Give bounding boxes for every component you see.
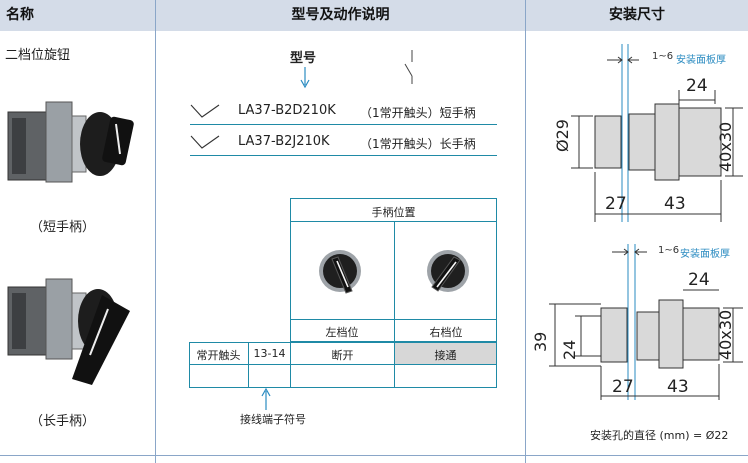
panel-label-bottom: 安装面板厚 [680, 249, 730, 260]
mount-hole-note: 安装孔的直径 (mm) = Ø22 [590, 429, 729, 442]
right-position-label: 右档位 [429, 326, 463, 339]
model-code-2: LA37-B2J210K [238, 134, 330, 149]
position-title: 手柄位置 [371, 206, 416, 219]
on-state-bg [395, 343, 496, 364]
check-icon-2 [190, 135, 220, 149]
right-state: 接通 [434, 349, 457, 362]
header-name: 名称 [0, 0, 155, 31]
model-row-line-1 [190, 124, 497, 125]
divider-left [155, 0, 156, 463]
model-code-1: LA37-B2D210K [238, 103, 336, 118]
model-label: 型号 [290, 51, 317, 66]
switch-symbol-icon [404, 50, 413, 84]
divider-bottom [0, 455, 748, 456]
dim-bottom-43: 43 [667, 377, 689, 397]
position-table [290, 198, 497, 342]
panel-dim-bottom: 1~6 [658, 245, 680, 256]
dim-bottom-24: 24 [688, 270, 710, 290]
dimension-drawing-top [571, 44, 743, 222]
short-handle-caption: （短手柄） [30, 220, 96, 235]
dimension-drawing-bottom [549, 244, 743, 400]
state-table [189, 342, 497, 388]
left-state: 断开 [331, 349, 354, 362]
dim-bottom-39: 39 [531, 331, 550, 352]
knob-right-icon [427, 250, 469, 292]
model-row-line-2 [190, 155, 497, 156]
dim-top-43: 43 [664, 194, 686, 214]
dim-top-24: 24 [686, 76, 708, 96]
short-handle-photo [7, 101, 134, 183]
row-label-no-contact: 常开触头 [196, 349, 241, 362]
long-handle-photo [7, 278, 130, 385]
dim-bottom-24-inner: 24 [560, 339, 579, 360]
dim-bottom-27: 27 [612, 377, 634, 397]
model-desc-2: （1常开触头）长手柄 [360, 137, 476, 151]
long-handle-caption: （长手柄） [30, 414, 96, 429]
left-position-label: 左档位 [325, 326, 359, 339]
header-model: 型号及动作说明 [156, 0, 525, 31]
dim-top-dia29: Ø29 [553, 119, 572, 152]
terminal-number: 13-14 [253, 347, 286, 360]
dim-bottom-40x30: 40x30 [716, 309, 735, 360]
up-arrow-icon [261, 388, 271, 410]
check-icon-1 [190, 104, 220, 118]
panel-label-top: 安装面板厚 [676, 55, 726, 66]
header-size: 安装尺寸 [526, 0, 748, 31]
panel-dim-top: 1~6 [652, 51, 674, 62]
down-arrow-icon [300, 67, 310, 89]
dim-top-40x30: 40x30 [716, 121, 735, 172]
model-desc-1: （1常开触头）短手柄 [360, 106, 476, 120]
product-name: 二档位旋钮 [5, 48, 71, 63]
divider-right [525, 0, 526, 463]
knob-left-icon [319, 250, 361, 294]
dim-top-27: 27 [605, 194, 627, 214]
terminal-note: 接线端子符号 [240, 413, 306, 426]
